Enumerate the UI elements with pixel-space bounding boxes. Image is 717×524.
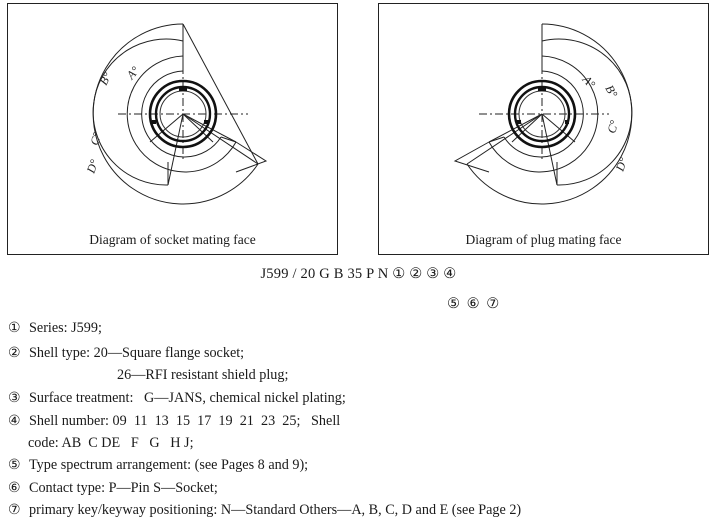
part-code-line-2: ⑤ ⑥ ⑦ (447, 296, 500, 312)
plug-label-d: D° (612, 155, 630, 174)
part-code-line-1: J599 / 20 G B 35 P N ① ② ③ ④ (260, 266, 457, 282)
socket-mating-face-diagram: B° A° C° D° (83, 23, 268, 205)
plug-mating-face-diagram: A° B° C° D° (453, 23, 633, 205)
socket-label-d: D° (83, 157, 101, 176)
plug-diagram-caption: Diagram of plug mating face (465, 232, 622, 247)
plug-label-c: C° (604, 119, 621, 135)
socket-label-b: B° (96, 70, 114, 87)
legend-item-shell-type-cont: 26—RFI resistant shield plug; (117, 367, 289, 383)
legend-item-shell-code: code: AB C DE F G H J; (28, 435, 194, 451)
socket-label-a: A° (123, 63, 142, 82)
socket-diagram-panel: B° A° C° D° Diagram of socket mating fac… (7, 3, 338, 255)
socket-diagram-caption: Diagram of socket mating face (89, 232, 256, 247)
plug-label-b: B° (602, 83, 620, 101)
socket-label-c: C° (87, 131, 104, 147)
plug-diagram-panel: A° B° C° D° Diagram of plug mating face (378, 3, 709, 255)
